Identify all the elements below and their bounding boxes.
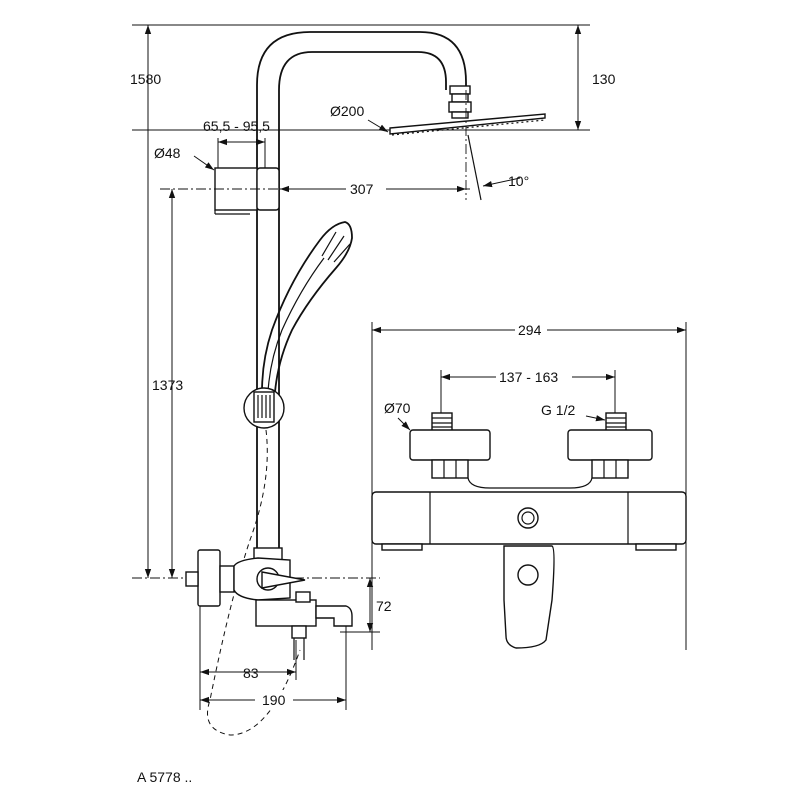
mixer-body: [371, 491, 687, 551]
dim-83-label: 83: [243, 665, 259, 681]
mixer-side-body: [233, 547, 353, 660]
dim-294-label: 294: [518, 322, 542, 338]
model-number: A 5778 ..: [137, 769, 192, 785]
thread-leader: [585, 415, 606, 422]
overhead-shower-head: [389, 113, 546, 136]
wall-flange: [185, 549, 235, 607]
inlet-bridge: [467, 477, 593, 489]
knob-diameter-label: Ø70: [384, 400, 411, 416]
bar-diameter-leader: [193, 155, 215, 171]
head-diameter-label: Ø200: [330, 103, 364, 119]
right-inlet: [567, 412, 653, 479]
tilt-line: [467, 134, 482, 201]
head-connector: [448, 85, 472, 119]
front-view-mixer: 294 137 - 163 Ø70 G 1/2: [371, 320, 687, 650]
tilt-leader: [482, 177, 521, 188]
knob-diameter-leader: [397, 417, 411, 431]
dim-130-label: 130: [592, 71, 616, 87]
riser-pipe: [256, 31, 467, 560]
dim-1580-label: 1580: [130, 71, 161, 87]
dim-72-label: 72: [376, 598, 392, 614]
dim-1373-label: 1373: [152, 377, 183, 393]
diverter-button: [517, 507, 539, 529]
head-diameter-leader: [367, 119, 389, 133]
tilt-label: 10°: [508, 173, 529, 189]
dim-307-label: 307: [350, 181, 374, 197]
hand-shower: [243, 221, 353, 429]
shower-hose: [207, 429, 301, 736]
dim-centres-label: 137 - 163: [499, 369, 558, 385]
side-view: 1580 130 Ø200 65,5 - 95,5 Ø48 307 10° 13…: [130, 24, 616, 736]
sliding-bracket: [214, 167, 280, 215]
dim-190-label: 190: [262, 692, 286, 708]
bar-diameter-label: Ø48: [154, 145, 181, 161]
thread-label: G 1/2: [541, 402, 575, 418]
left-inlet: [409, 412, 491, 479]
diverter-handle: [503, 545, 555, 649]
clamp-range-label: 65,5 - 95,5: [203, 118, 270, 134]
